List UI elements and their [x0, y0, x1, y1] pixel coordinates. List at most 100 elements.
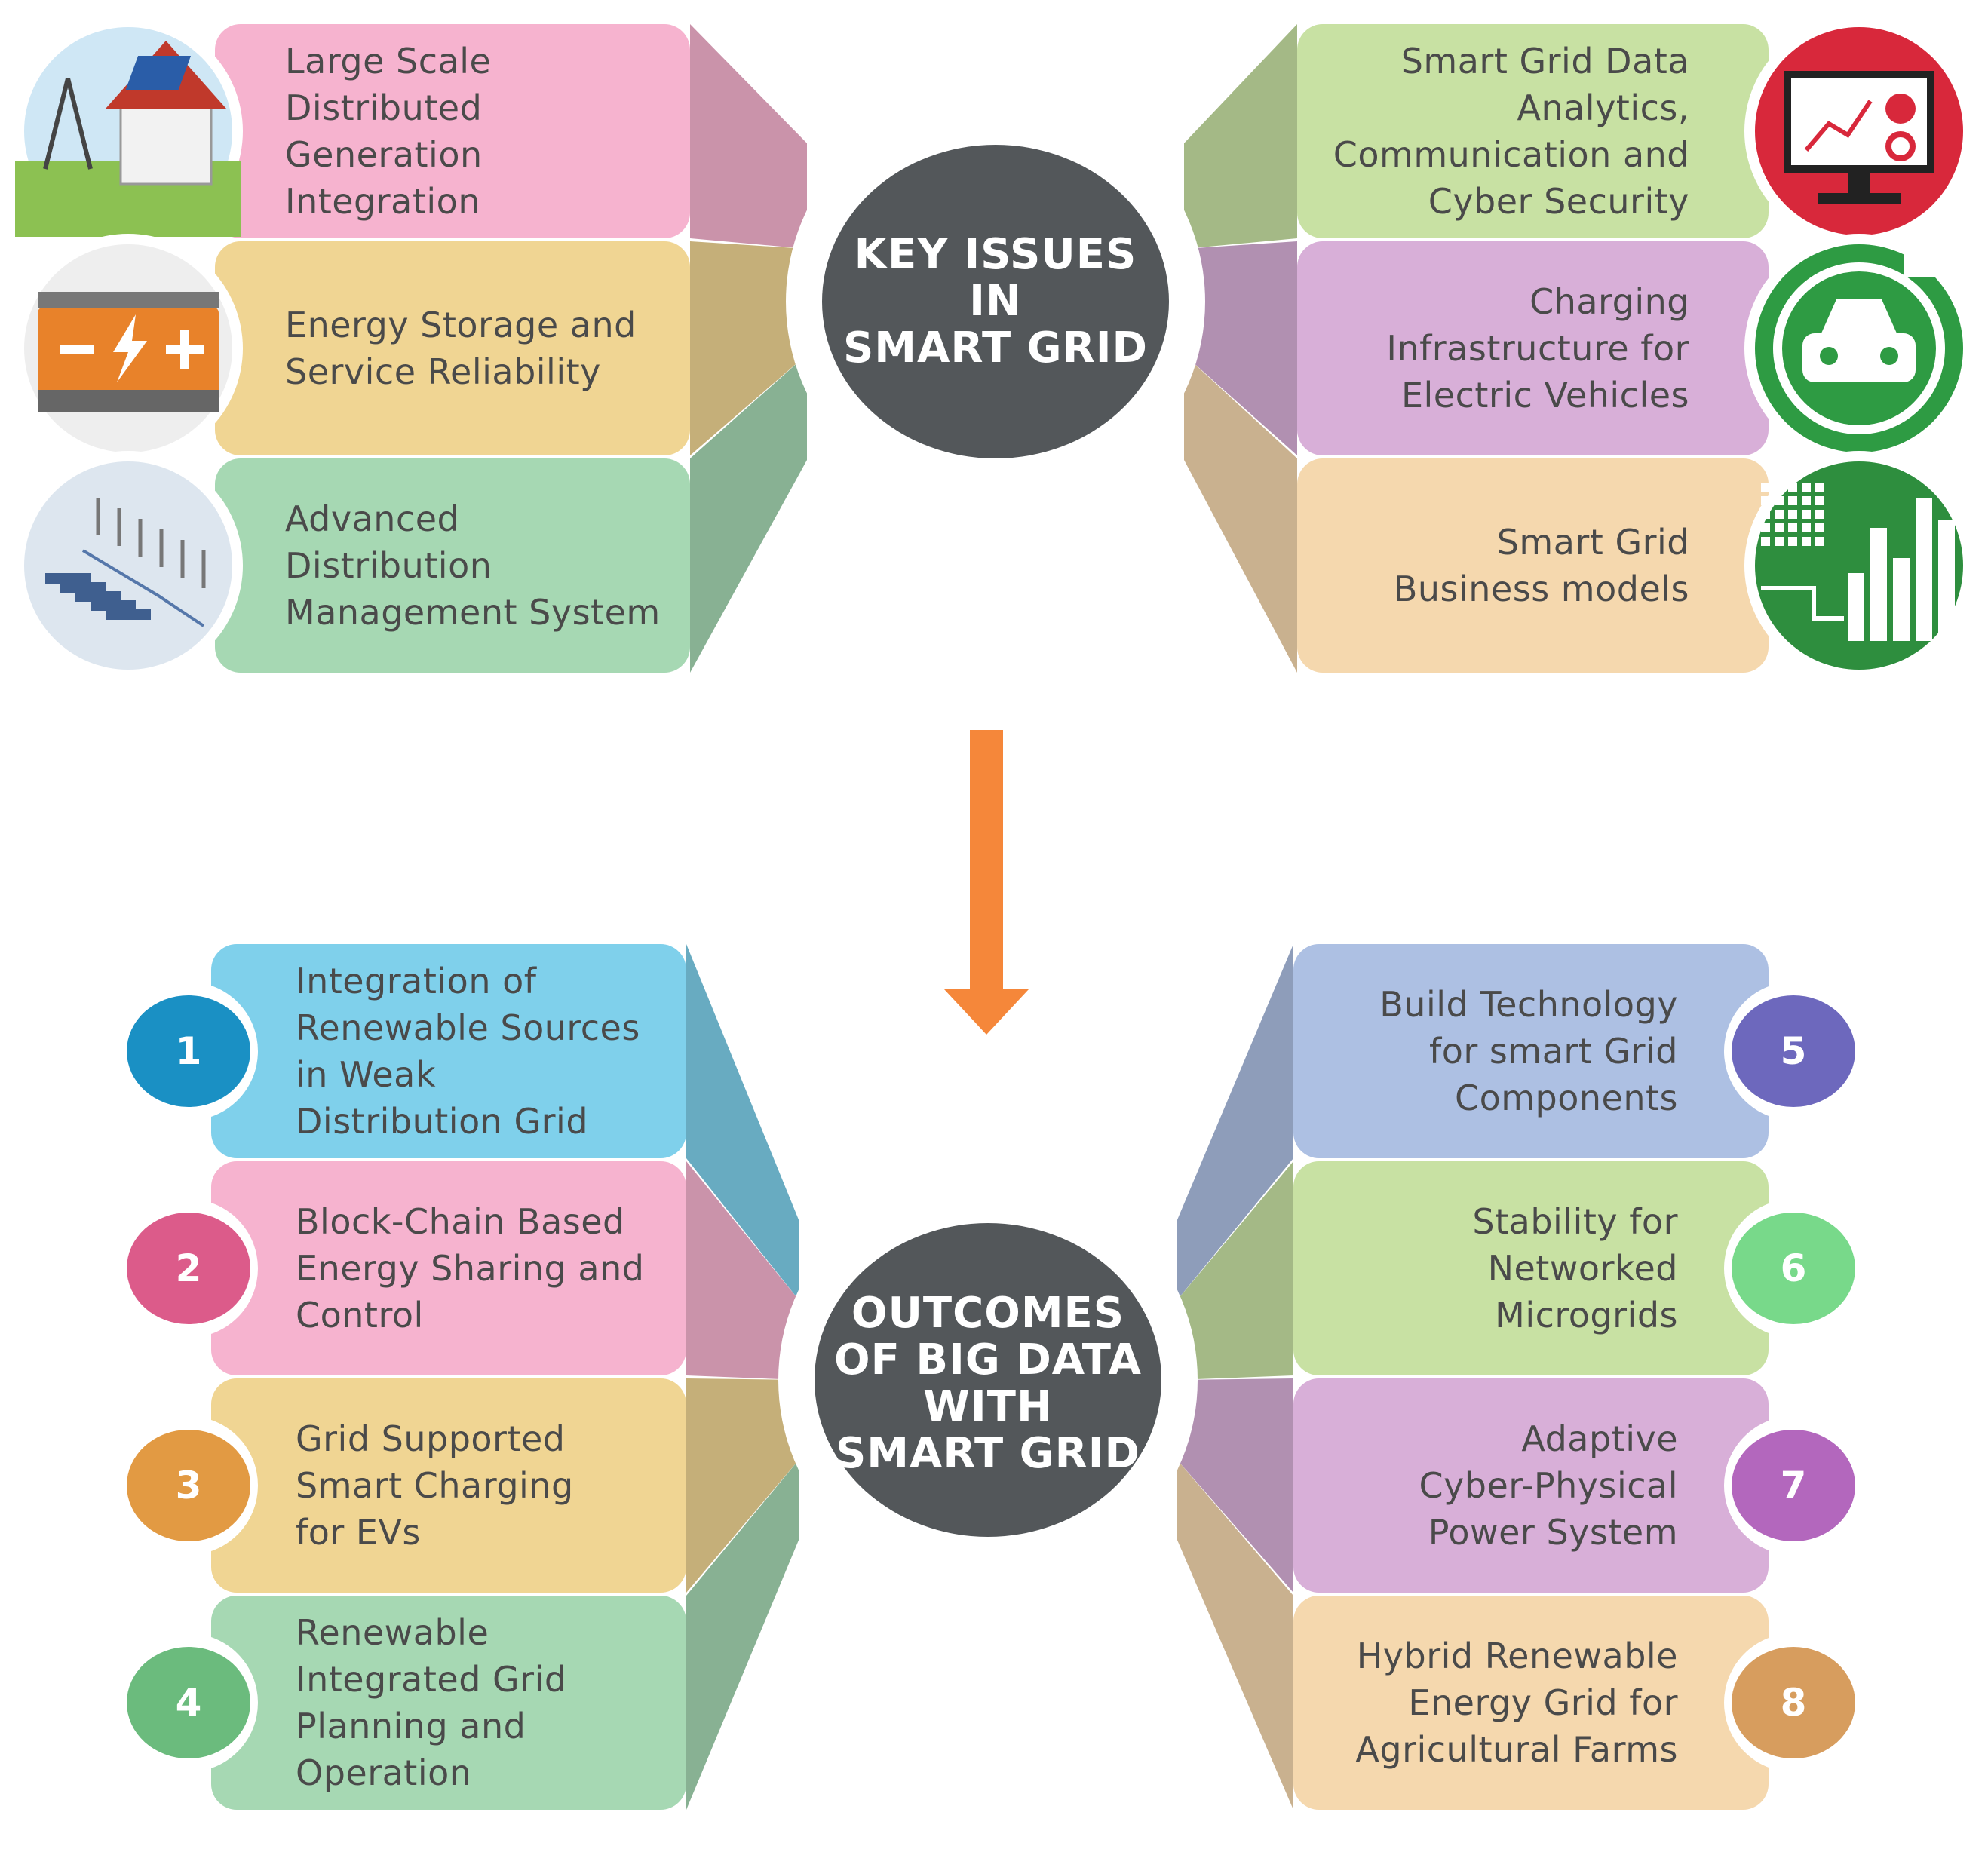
- right-band: [1293, 1596, 1769, 1810]
- outcome-right-label-line: Hybrid Renewable: [1356, 1636, 1678, 1676]
- hub-title-line: WITH: [923, 1382, 1053, 1431]
- trend-line: [1804, 100, 1873, 152]
- key-issue-left-label-line: Generation: [285, 134, 483, 175]
- outcome-badge-right-number: 5: [1780, 1029, 1807, 1073]
- outcome-right-label-line: Components: [1454, 1078, 1678, 1118]
- grid-cell: [1815, 483, 1824, 492]
- outcome-badge-right-disc: [1732, 1430, 1855, 1541]
- outcome-left-label-line: in Weak: [296, 1054, 436, 1095]
- outcome-badge-left-disc: [127, 1647, 250, 1758]
- outcome-left-label-line: for EVs: [296, 1512, 421, 1553]
- outcome-left-label-line: Operation: [296, 1752, 472, 1793]
- ev-plug-car-icon: [1744, 234, 1974, 463]
- grid-cell: [1761, 537, 1770, 546]
- outcome-badge-right-number: 7: [1780, 1464, 1807, 1507]
- solar-row: [91, 600, 136, 611]
- left-funnel: [686, 1378, 799, 1593]
- key-issue-left-label-line: Distribution: [285, 545, 492, 586]
- outcome-left-label-line: Control: [296, 1295, 424, 1335]
- monitor-base: [1818, 193, 1901, 204]
- solar-row: [60, 582, 106, 593]
- outcome-badge-left-disc: [127, 1213, 250, 1324]
- solar-house-pylon-icon: [14, 17, 243, 246]
- grid-cell: [1802, 496, 1811, 505]
- step-line: [1761, 586, 1844, 621]
- hub-title-line: OF BIG DATA: [833, 1335, 1142, 1384]
- grid-cell: [1802, 523, 1811, 532]
- network-line: [81, 549, 205, 627]
- donut-chart: [1885, 131, 1916, 161]
- key-issue-right-label-line: Infrastructure for: [1386, 328, 1689, 369]
- outcome-badge-right: [1724, 1633, 1863, 1772]
- hub-title-line: KEY ISSUES: [854, 230, 1137, 279]
- outcome-badge-right-disc: [1732, 1213, 1855, 1324]
- hub-title-line: OUTCOMES: [851, 1289, 1125, 1338]
- hub-circle: [822, 145, 1169, 458]
- outcome-right-label-line: Agricultural Farms: [1355, 1729, 1678, 1770]
- outcome-left-label-line: Distribution Grid: [296, 1101, 589, 1142]
- monitor-stand: [1848, 173, 1870, 195]
- outcome-badge-left: [119, 1416, 258, 1555]
- bolt: [113, 314, 147, 382]
- hub-title-line: SMART GRID: [835, 1429, 1141, 1478]
- grid-cell: [1775, 483, 1784, 492]
- bar: [1938, 520, 1955, 641]
- left-funnel: [686, 1161, 799, 1380]
- left-band: [215, 241, 690, 455]
- outcome-badge-right: [1724, 1416, 1863, 1555]
- grid-cell: [1802, 537, 1811, 546]
- outcome-badge-left-number: 1: [175, 1029, 202, 1073]
- distribution-network-icon-disc: [24, 461, 232, 670]
- battery-top: [38, 292, 219, 308]
- right-funnel: [1184, 354, 1297, 673]
- right-band: [1293, 1161, 1769, 1375]
- outcome-right-label-line: Power System: [1428, 1512, 1678, 1553]
- minus-sign: [60, 345, 94, 354]
- outcomes-wings: [211, 944, 1769, 1810]
- key-issue-left-label-line: Management System: [285, 592, 661, 633]
- right-funnel: [1177, 1378, 1293, 1593]
- solar-row: [75, 591, 121, 602]
- right-band: [1297, 24, 1769, 238]
- pie-chart: [1885, 94, 1916, 124]
- outcome-badge-right-number: 8: [1780, 1681, 1807, 1725]
- house: [119, 100, 213, 186]
- key-issue-left-label-line: Advanced: [285, 498, 460, 539]
- solar-row: [106, 609, 151, 620]
- grid-cell: [1761, 523, 1770, 532]
- car-light: [1820, 347, 1838, 365]
- outcome-left-label-line: Integrated Grid: [296, 1659, 567, 1700]
- key-issue-right-label-line: Communication and: [1333, 134, 1689, 175]
- grid-cell: [1815, 523, 1824, 532]
- down-arrow: [944, 730, 1029, 1035]
- arrow-head: [944, 989, 1029, 1035]
- left-funnel: [686, 1459, 799, 1810]
- outcome-left-label-line: Block-Chain Based: [296, 1201, 625, 1242]
- car-roof: [1821, 299, 1897, 333]
- outcome-badge-left-number: 3: [175, 1464, 202, 1507]
- right-funnel: [1184, 241, 1297, 455]
- outcome-left-label-line: Planning and: [296, 1706, 526, 1746]
- grid-cell: [1815, 510, 1824, 519]
- analytics-monitor-icon: [1744, 17, 1974, 246]
- right-funnel: [1177, 944, 1293, 1301]
- outcome-right-label-line: Adaptive: [1521, 1418, 1678, 1459]
- outcome-right-label-line: Stability for: [1472, 1201, 1678, 1242]
- left-band: [211, 1378, 686, 1593]
- plus-v: [180, 330, 189, 369]
- right-band: [1297, 241, 1769, 455]
- outcome-badge-left-disc: [127, 995, 250, 1107]
- left-funnel: [686, 944, 799, 1301]
- left-band: [215, 24, 690, 238]
- outcome-badge-left: [119, 1199, 258, 1338]
